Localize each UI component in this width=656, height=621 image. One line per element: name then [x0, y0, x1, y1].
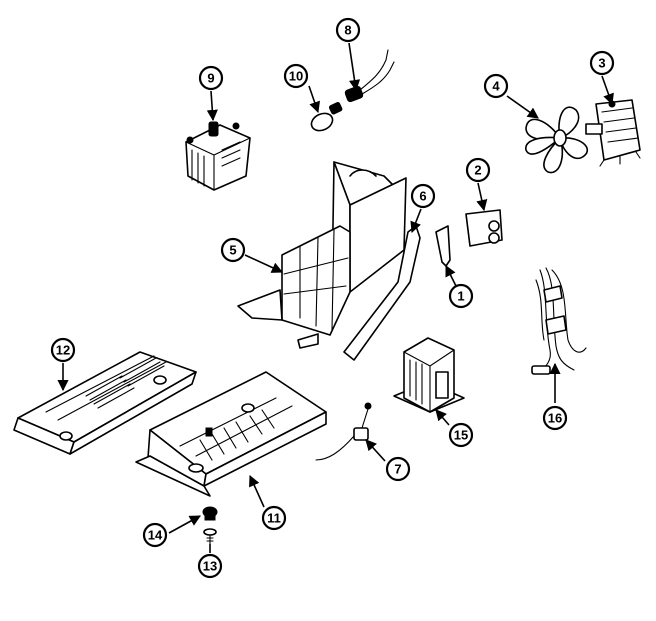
leader-3 — [601, 75, 614, 106]
grommet-part — [202, 506, 218, 521]
callout-10-label: 10 — [289, 69, 303, 84]
leader-lines — [57, 42, 614, 553]
leader-9 — [206, 90, 218, 122]
callout-16-label: 16 — [548, 411, 562, 426]
callout-4-label: 4 — [492, 79, 500, 94]
callout-12: 12 — [50, 337, 76, 363]
leader-4 — [506, 95, 539, 119]
callout-13: 13 — [197, 553, 223, 579]
callout-11: 11 — [261, 505, 287, 531]
magnetron-part — [185, 121, 251, 191]
callout-2-label: 2 — [474, 163, 481, 178]
transformer-part — [393, 337, 465, 413]
callout-6-label: 6 — [419, 189, 426, 204]
callout-13-label: 13 — [203, 559, 217, 574]
callout-14-label: 14 — [148, 528, 163, 543]
capacitor-bracket-part — [435, 225, 451, 267]
callout-5: 5 — [220, 237, 246, 263]
callout-1: 1 — [448, 283, 474, 309]
capacitor-part — [465, 209, 503, 247]
callout-6: 6 — [410, 183, 436, 209]
leader-11 — [249, 474, 265, 508]
leader-14 — [168, 515, 201, 534]
callout-15: 15 — [448, 422, 474, 448]
callout-15-label: 15 — [454, 428, 468, 443]
base-plate-part — [135, 371, 327, 497]
callout-3: 3 — [589, 50, 615, 76]
wire-harness-part — [531, 267, 587, 375]
sensor-part — [315, 402, 372, 461]
leader-8 — [348, 42, 361, 92]
leader-5 — [244, 254, 284, 273]
leader-10 — [308, 85, 320, 114]
callout-8-label: 8 — [344, 23, 351, 38]
rear-base-plate-part — [13, 351, 197, 455]
fan-blade-part — [525, 106, 589, 174]
leader-15 — [435, 409, 450, 426]
screw-part — [203, 528, 217, 545]
callout-5-label: 5 — [229, 243, 236, 258]
callout-12-label: 12 — [56, 343, 70, 358]
callout-7: 7 — [385, 456, 411, 482]
leader-7 — [365, 439, 386, 462]
callout-8: 8 — [335, 17, 361, 43]
callout-11-label: 11 — [267, 511, 281, 526]
callout-1-label: 1 — [457, 289, 464, 304]
callout-10: 10 — [283, 63, 309, 89]
fan-motor-part — [585, 99, 641, 167]
callout-9: 9 — [198, 65, 224, 91]
callout-4: 4 — [483, 73, 509, 99]
callout-2: 2 — [465, 157, 491, 183]
callout-14: 14 — [142, 522, 168, 548]
callout-9-label: 9 — [207, 71, 214, 86]
lamp-bulb-part — [310, 101, 343, 132]
leader-6 — [410, 208, 422, 234]
leader-2 — [476, 182, 488, 212]
callout-16: 16 — [542, 405, 568, 431]
air-duct-part — [237, 161, 407, 349]
callout-3-label: 3 — [598, 56, 605, 71]
callout-7-label: 7 — [394, 462, 401, 477]
